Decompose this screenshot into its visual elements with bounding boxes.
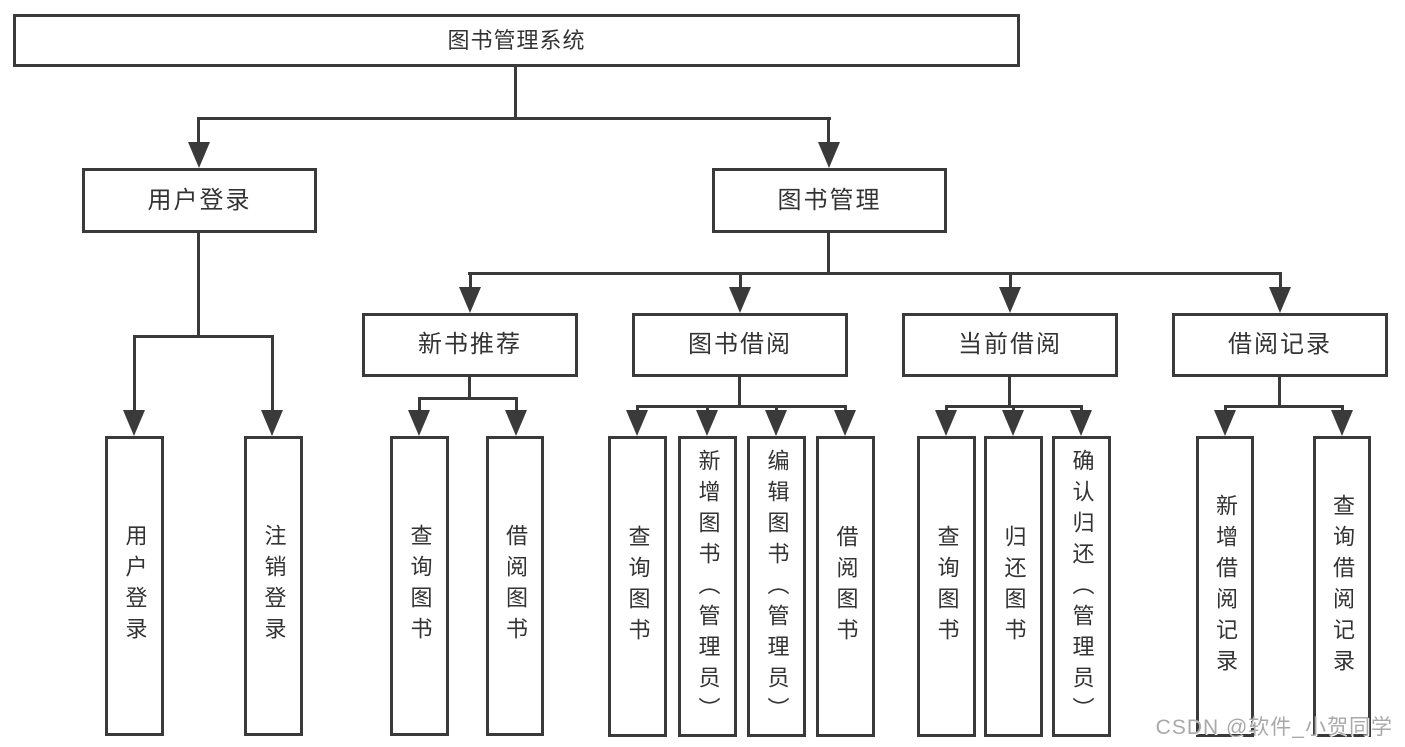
connector-bus — [418, 397, 518, 400]
arrow-down-icon — [818, 142, 840, 168]
node-edit-book-admin: 编辑图书（管理员） — [747, 436, 806, 737]
connector-drop — [945, 405, 948, 413]
node-query-books-current: 查询图书 — [917, 436, 976, 737]
connector-user-login-bus — [133, 335, 274, 338]
connector-drop — [515, 397, 518, 412]
connector-user-login-stem — [197, 233, 200, 338]
connector-book-mgmt-bus — [468, 272, 1282, 275]
arrow-down-icon — [123, 410, 145, 436]
arrow-down-icon — [935, 410, 957, 436]
node-add-borrow-record: 新增借阅记录 — [1196, 436, 1254, 737]
connector-user-login-drop — [197, 117, 200, 145]
connector-drop — [469, 272, 472, 288]
connector-drop — [418, 397, 421, 412]
node-borrow-books-recommend: 借阅图书 — [486, 436, 544, 736]
arrow-down-icon — [1002, 410, 1024, 436]
connector-drop — [1080, 405, 1083, 413]
connector-book-mgmt-drop — [827, 117, 830, 145]
connector-bus — [636, 405, 846, 408]
node-user-login-leaf: 用户登录 — [105, 436, 164, 736]
connector-drop — [133, 335, 136, 412]
arrow-down-icon — [834, 410, 856, 436]
connector-root-bus — [197, 117, 831, 120]
connector-drop — [1279, 272, 1282, 288]
connector-stem — [1278, 377, 1281, 407]
connector-book-mgmt-stem — [827, 233, 830, 275]
node-library-system: 图书管理系统 — [13, 14, 1020, 67]
node-return-books: 归还图书 — [984, 436, 1043, 737]
csdn-watermark: CSDN @软件_小贺同学 — [1155, 716, 1393, 739]
node-logout: 注销登录 — [244, 436, 303, 736]
arrow-down-icon — [408, 410, 430, 436]
arrow-down-icon — [1214, 410, 1236, 436]
connector-drop — [739, 272, 742, 288]
connector-drop — [1224, 405, 1227, 413]
node-borrow-books-borrowing: 借阅图书 — [816, 436, 875, 737]
arrow-down-icon — [729, 287, 751, 313]
arrow-down-icon — [696, 410, 718, 436]
connector-drop — [271, 335, 274, 412]
node-borrow-records: 借阅记录 — [1172, 313, 1388, 377]
node-query-borrow-record: 查询借阅记录 — [1313, 436, 1371, 737]
node-current-borrowing: 当前借阅 — [902, 313, 1118, 377]
connector-drop — [1341, 405, 1344, 413]
connector-stem — [1008, 377, 1011, 407]
node-confirm-return-admin: 确认归还（管理员） — [1052, 436, 1111, 737]
connector-root-stem — [514, 67, 517, 118]
arrow-down-icon — [1269, 287, 1291, 313]
arrow-down-icon — [261, 410, 283, 436]
connector-drop — [706, 405, 709, 413]
arrow-down-icon — [459, 287, 481, 313]
node-book-management: 图书管理 — [712, 168, 947, 233]
arrow-down-icon — [505, 410, 527, 436]
connector-drop — [636, 405, 639, 413]
arrow-down-icon — [626, 410, 648, 436]
connector-drop — [1012, 405, 1015, 413]
node-new-book-recommend: 新书推荐 — [362, 313, 578, 377]
arrow-down-icon — [188, 142, 210, 168]
arrow-down-icon — [765, 410, 787, 436]
arrow-down-icon — [1070, 410, 1092, 436]
node-query-books-borrowing: 查询图书 — [608, 436, 667, 737]
connector-drop — [1009, 272, 1012, 288]
connector-stem — [468, 377, 471, 399]
arrow-down-icon — [999, 287, 1021, 313]
connector-drop — [775, 405, 778, 413]
arrow-down-icon — [1331, 410, 1353, 436]
node-query-books-recommend: 查询图书 — [390, 436, 449, 736]
connector-stem — [738, 377, 741, 407]
connector-drop — [844, 405, 847, 413]
node-user-login: 用户登录 — [82, 168, 317, 233]
connector-bus — [1224, 405, 1343, 408]
node-book-borrowing: 图书借阅 — [632, 313, 848, 377]
node-add-book-admin: 新增图书（管理员） — [678, 436, 737, 737]
